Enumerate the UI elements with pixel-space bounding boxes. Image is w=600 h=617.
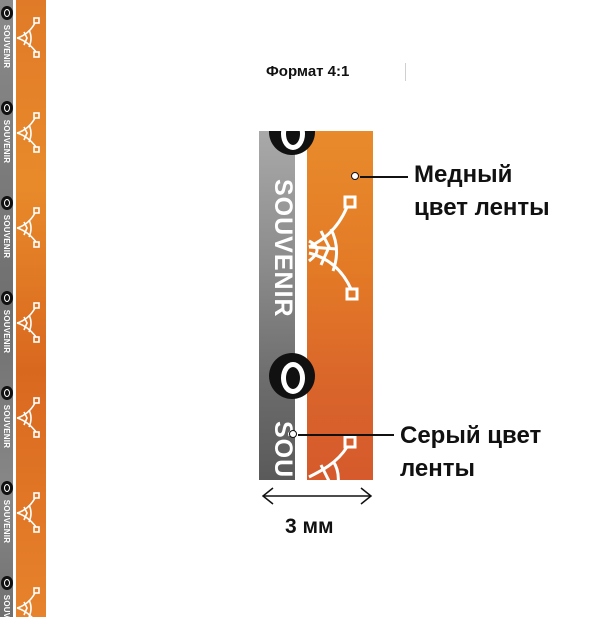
format-title: Формат 4:1 (266, 63, 350, 80)
letter-o-icon (1, 6, 13, 20)
tower-icon (16, 396, 44, 440)
copper-label-line2: цвет ленты (414, 194, 550, 221)
tower-icon (308, 195, 359, 301)
gray-leader-line (298, 434, 394, 436)
tape-word-souvenir: SOUVENIR (2, 499, 12, 543)
tower-icon (16, 16, 44, 60)
dimension-label: 3 мм (285, 515, 334, 538)
letter-o-icon (1, 386, 13, 400)
letter-o-icon (1, 101, 13, 115)
double-arrow-icon (261, 487, 373, 505)
gray-label-line1: Серый цвет (400, 422, 542, 449)
left-tape-strip: SOUVENIR SOUVENIR SOUVENIR SOUVENIR SOUVENIR… (0, 0, 46, 617)
title-divider (405, 63, 406, 81)
tape-word-souvenir: SOUVENIR (2, 309, 12, 353)
left-tape-white-gap (13, 0, 16, 617)
big-tape-copper-band (307, 131, 373, 480)
copper-pointer-dot (351, 172, 359, 180)
left-tape-gray-band (0, 0, 13, 617)
copper-label-line1: Медный (414, 161, 513, 188)
letter-o-icon (1, 481, 13, 495)
tape-word-souvenir: SOUVENIR (2, 24, 12, 68)
letter-o-icon (269, 353, 315, 399)
gray-label-line2: ленты (400, 455, 476, 482)
tower-icon (16, 491, 44, 535)
big-tape-gray-band (259, 131, 295, 480)
tower-icon (308, 435, 357, 480)
letter-o-icon (1, 291, 13, 305)
tape-word-souvenir: SOUVENIR (2, 404, 12, 448)
tower-icon (16, 301, 44, 345)
tape-word-souvenir: SOUVENIR (2, 214, 12, 258)
tower-icon (16, 206, 44, 250)
tower-icon (16, 111, 44, 155)
copper-leader-line (360, 176, 408, 178)
gray-pointer-dot (289, 430, 297, 438)
tape-word-souvenir: SOUVENIR (2, 594, 12, 617)
letter-o-icon (1, 196, 13, 210)
tape-word-souvenir: SOUVENIR (269, 179, 297, 318)
tape-word-souvenir: SOUVENIR (2, 119, 12, 163)
tower-icon (16, 586, 44, 617)
letter-o-icon (1, 576, 13, 590)
big-tape-sample: SOUVENIR SOU (259, 131, 373, 480)
